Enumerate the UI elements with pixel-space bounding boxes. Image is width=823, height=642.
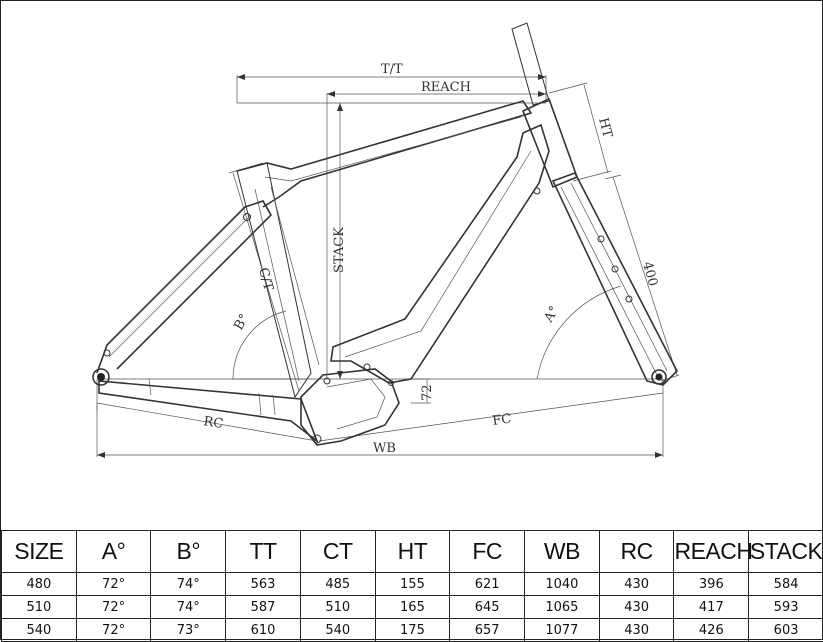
table-cell: 603 <box>749 619 823 642</box>
header-rc: RC <box>599 531 674 573</box>
bb-drop-dimension: 72 <box>411 379 435 403</box>
steerer-tube <box>512 23 549 105</box>
table-cell: 73° <box>151 619 226 642</box>
table-cell: 563 <box>226 573 301 596</box>
header-angle-a: A° <box>76 531 151 573</box>
table-cell: 396 <box>674 573 749 596</box>
header-fc: FC <box>450 531 525 573</box>
table-cell: 1040 <box>525 573 600 596</box>
fc-label: FC <box>491 411 512 429</box>
frame-geometry-drawing: T/T REACH STACK HT 400 C/T B° <box>1 1 823 531</box>
table-row: 510 72° 74° 587 510 165 645 1065 430 417… <box>2 596 823 619</box>
tt-label: T/T <box>381 62 403 77</box>
fork-label: 400 <box>639 260 660 288</box>
tt-dimension: T/T <box>237 62 546 103</box>
header-wb: WB <box>525 531 600 573</box>
reach-label: REACH <box>421 80 471 95</box>
angle-b-marker: B° <box>231 311 306 379</box>
table-cell: 510 <box>2 596 77 619</box>
table-cell: 165 <box>375 596 450 619</box>
bb-drop-label: 72 <box>420 384 435 401</box>
wb-dimension: WB <box>97 405 663 458</box>
table-cell: 155 <box>375 573 450 596</box>
table-cell: 72° <box>76 619 151 642</box>
table-cell: 540 <box>300 619 375 642</box>
table-row: 540 72° 73° 610 540 175 657 1077 430 426… <box>2 619 823 642</box>
header-size: SIZE <box>2 531 77 573</box>
wb-label: WB <box>373 441 396 456</box>
header-stack: STACK <box>749 531 823 573</box>
table-header-row: SIZE A° B° TT CT HT FC WB RC REACH STACK <box>2 531 823 573</box>
stack-label: STACK <box>332 227 347 273</box>
chain-stay <box>99 381 317 441</box>
down-tube <box>331 125 549 383</box>
top-tube <box>237 101 531 207</box>
table-cell: 430 <box>599 596 674 619</box>
table-cell: 72° <box>76 596 151 619</box>
header-angle-b: B° <box>151 531 226 573</box>
table-cell: 657 <box>450 619 525 642</box>
table-cell: 645 <box>450 596 525 619</box>
fc-dimension: FC <box>319 379 663 457</box>
table-cell: 610 <box>226 619 301 642</box>
header-tt: TT <box>226 531 301 573</box>
table-cell: 510 <box>300 596 375 619</box>
angle-b-label: B° <box>231 312 252 333</box>
stack-dimension: STACK <box>332 103 347 379</box>
table-cell: 430 <box>599 573 674 596</box>
table-row: 480 72° 74° 563 485 155 621 1040 430 396… <box>2 573 823 596</box>
rc-dimension: RC <box>97 379 317 441</box>
table-cell: 72° <box>76 573 151 596</box>
table-cell: 74° <box>151 573 226 596</box>
table-cell: 417 <box>674 596 749 619</box>
ct-label: C/T <box>255 266 276 292</box>
table-cell: 593 <box>749 596 823 619</box>
table-cell: 1065 <box>525 596 600 619</box>
header-ht: HT <box>375 531 450 573</box>
table-cell: 175 <box>375 619 450 642</box>
table-cell: 1077 <box>525 619 600 642</box>
table-cell: 584 <box>749 573 823 596</box>
geometry-table: SIZE A° B° TT CT HT FC WB RC REACH STACK… <box>1 530 823 642</box>
table-cell: 621 <box>450 573 525 596</box>
table-cell: 480 <box>2 573 77 596</box>
table-cell: 426 <box>674 619 749 642</box>
seat-stay <box>97 201 271 373</box>
table-cell: 485 <box>300 573 375 596</box>
fork-dimension: 400 <box>605 175 679 381</box>
table-cell: 430 <box>599 619 674 642</box>
reach-dimension: REACH <box>327 80 546 379</box>
angle-a-label: A° <box>541 304 562 326</box>
header-ct: CT <box>300 531 375 573</box>
table-cell: 587 <box>226 596 301 619</box>
header-reach: REACH <box>674 531 749 573</box>
ht-dimension: HT <box>549 83 615 181</box>
bicycle-frame <box>93 23 677 445</box>
rc-label: RC <box>202 414 224 432</box>
table-cell: 74° <box>151 596 226 619</box>
table-cell: 540 <box>2 619 77 642</box>
